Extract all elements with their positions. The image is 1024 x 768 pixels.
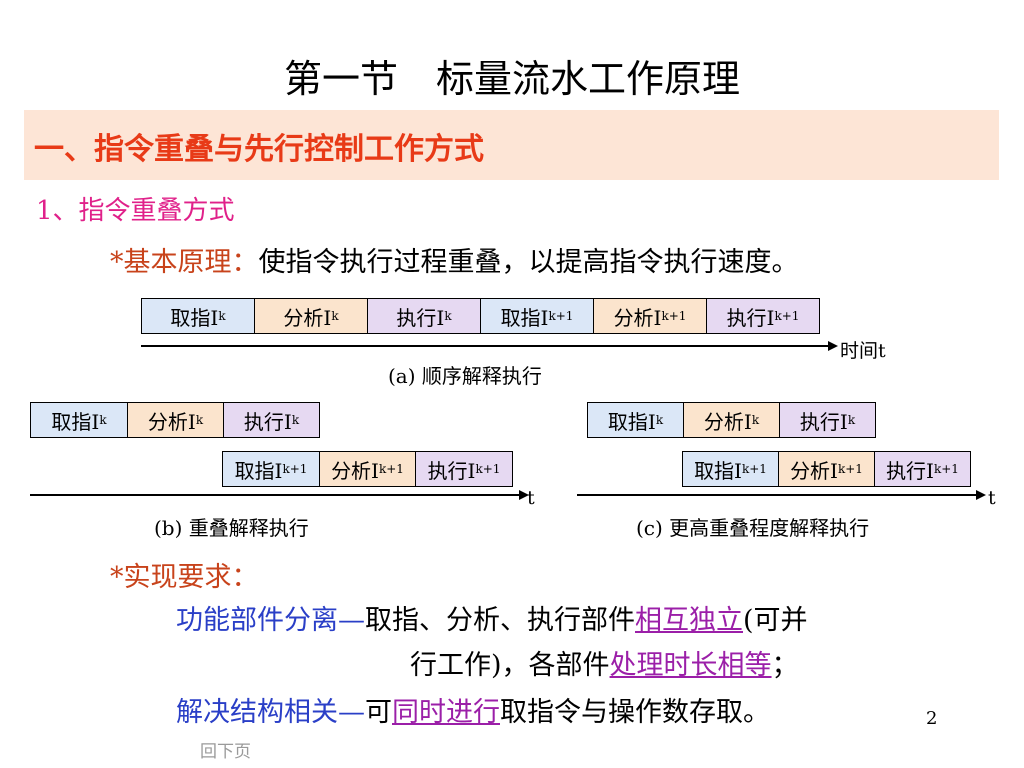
a-time-axis: [141, 345, 829, 347]
section-banner: [24, 110, 999, 180]
principle-label: *基本原理：: [110, 247, 259, 278]
req-2-tail: ；: [771, 650, 799, 681]
req-line-3: 解决结构相关—可同时进行取指令与操作数存取。: [176, 690, 770, 729]
b-axis-arrow: [519, 490, 529, 500]
caption-c: (c) 更高重叠程度解释执行: [636, 516, 870, 540]
req-line-2: 行工作)，各部件处理时长相等；: [410, 643, 799, 682]
section-heading: 一、指令重叠与先行控制工作方式: [34, 132, 484, 167]
a-axis-label: 时间t: [840, 340, 886, 362]
c-time-axis: [577, 494, 977, 496]
caption-a: (a) 顺序解释执行: [388, 364, 542, 388]
req-3-underlined: 同时进行: [392, 697, 500, 728]
req-1-text: 取指、分析、执行部件: [365, 605, 635, 636]
req-1-tail: (可并: [743, 605, 808, 636]
page-number: 2: [926, 708, 938, 729]
req-1-underlined: 相互独立: [635, 605, 743, 636]
a-axis-arrow: [828, 341, 838, 351]
req-2-underlined: 处理时长相等: [609, 650, 772, 681]
req-3-lead: 解决结构相关—: [176, 697, 365, 728]
b-axis-label: t: [527, 487, 535, 509]
c-axis-arrow: [976, 490, 986, 500]
principle-line: *基本原理：使指令执行过程重叠，以提高指令执行速度。: [110, 240, 799, 279]
c-axis-label: t: [988, 487, 996, 509]
subheading: 1、指令重叠方式: [36, 196, 235, 226]
principle-text: 使指令执行过程重叠，以提高指令执行速度。: [258, 247, 799, 278]
req-2-text: 行工作)，各部件: [410, 650, 610, 681]
b-time-axis: [30, 494, 520, 496]
page-title: 第一节 标量流水工作原理: [283, 57, 740, 101]
req-3-tail: 取指令与操作数存取。: [500, 697, 770, 728]
requirements-label: *实现要求：: [110, 562, 259, 593]
back-page-link[interactable]: 回下页: [200, 742, 251, 762]
caption-b: (b) 重叠解释执行: [154, 516, 309, 540]
req-1-lead: 功能部件分离—: [176, 605, 365, 636]
req-3-text: 可: [365, 697, 392, 728]
req-line-1: 功能部件分离—取指、分析、执行部件相互独立(可并: [176, 598, 808, 637]
